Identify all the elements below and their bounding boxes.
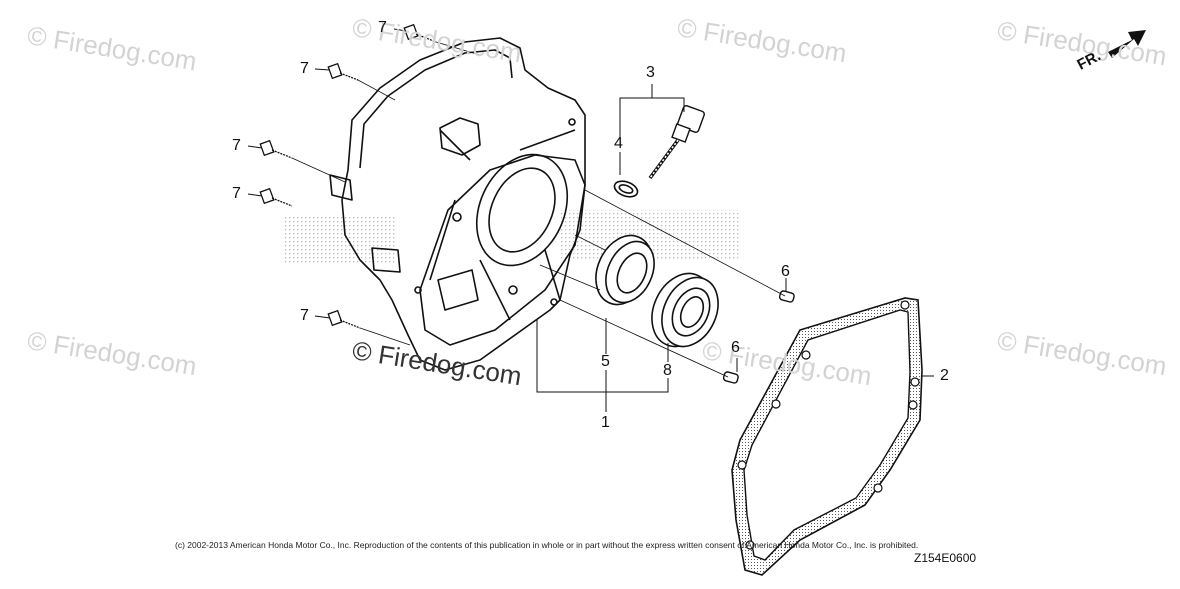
case-cover-gasket	[731, 297, 923, 576]
assembly-lines	[539, 189, 786, 378]
callout-1: 1	[601, 414, 610, 431]
flange-bolts	[259, 23, 481, 346]
bolt-1	[403, 23, 481, 56]
o-ring	[613, 180, 639, 198]
radial-bearing	[651, 272, 719, 348]
bolt-2	[327, 62, 396, 101]
callout-7: 7	[232, 185, 241, 202]
callout-5: 5	[601, 353, 610, 370]
callout-7: 7	[300, 60, 309, 77]
callout-6: 6	[731, 339, 740, 356]
bolt-5	[327, 309, 411, 346]
leader-lines	[247, 28, 934, 412]
callout-6: 6	[781, 263, 790, 280]
callout-7: 7	[378, 19, 387, 36]
oil-seal	[595, 234, 655, 306]
background-logo-pattern	[285, 210, 740, 265]
figure-code: Z154E0600	[914, 551, 977, 565]
callout-8: 8	[663, 362, 672, 379]
callout-7: 7	[300, 307, 309, 324]
callout-3: 3	[646, 64, 655, 81]
callout-7: 7	[232, 137, 241, 154]
bolt-4	[259, 187, 293, 207]
callout-2: 2	[940, 367, 949, 384]
dowel-pins	[722, 290, 795, 384]
case-cover	[329, 37, 586, 371]
copyright-notice: (c) 2002-2013 American Honda Motor Co., …	[175, 540, 919, 550]
oil-level-gauge	[648, 105, 705, 180]
callout-4: 4	[614, 135, 623, 152]
front-direction-arrow-icon	[1108, 30, 1146, 58]
bolt-3	[259, 139, 346, 183]
